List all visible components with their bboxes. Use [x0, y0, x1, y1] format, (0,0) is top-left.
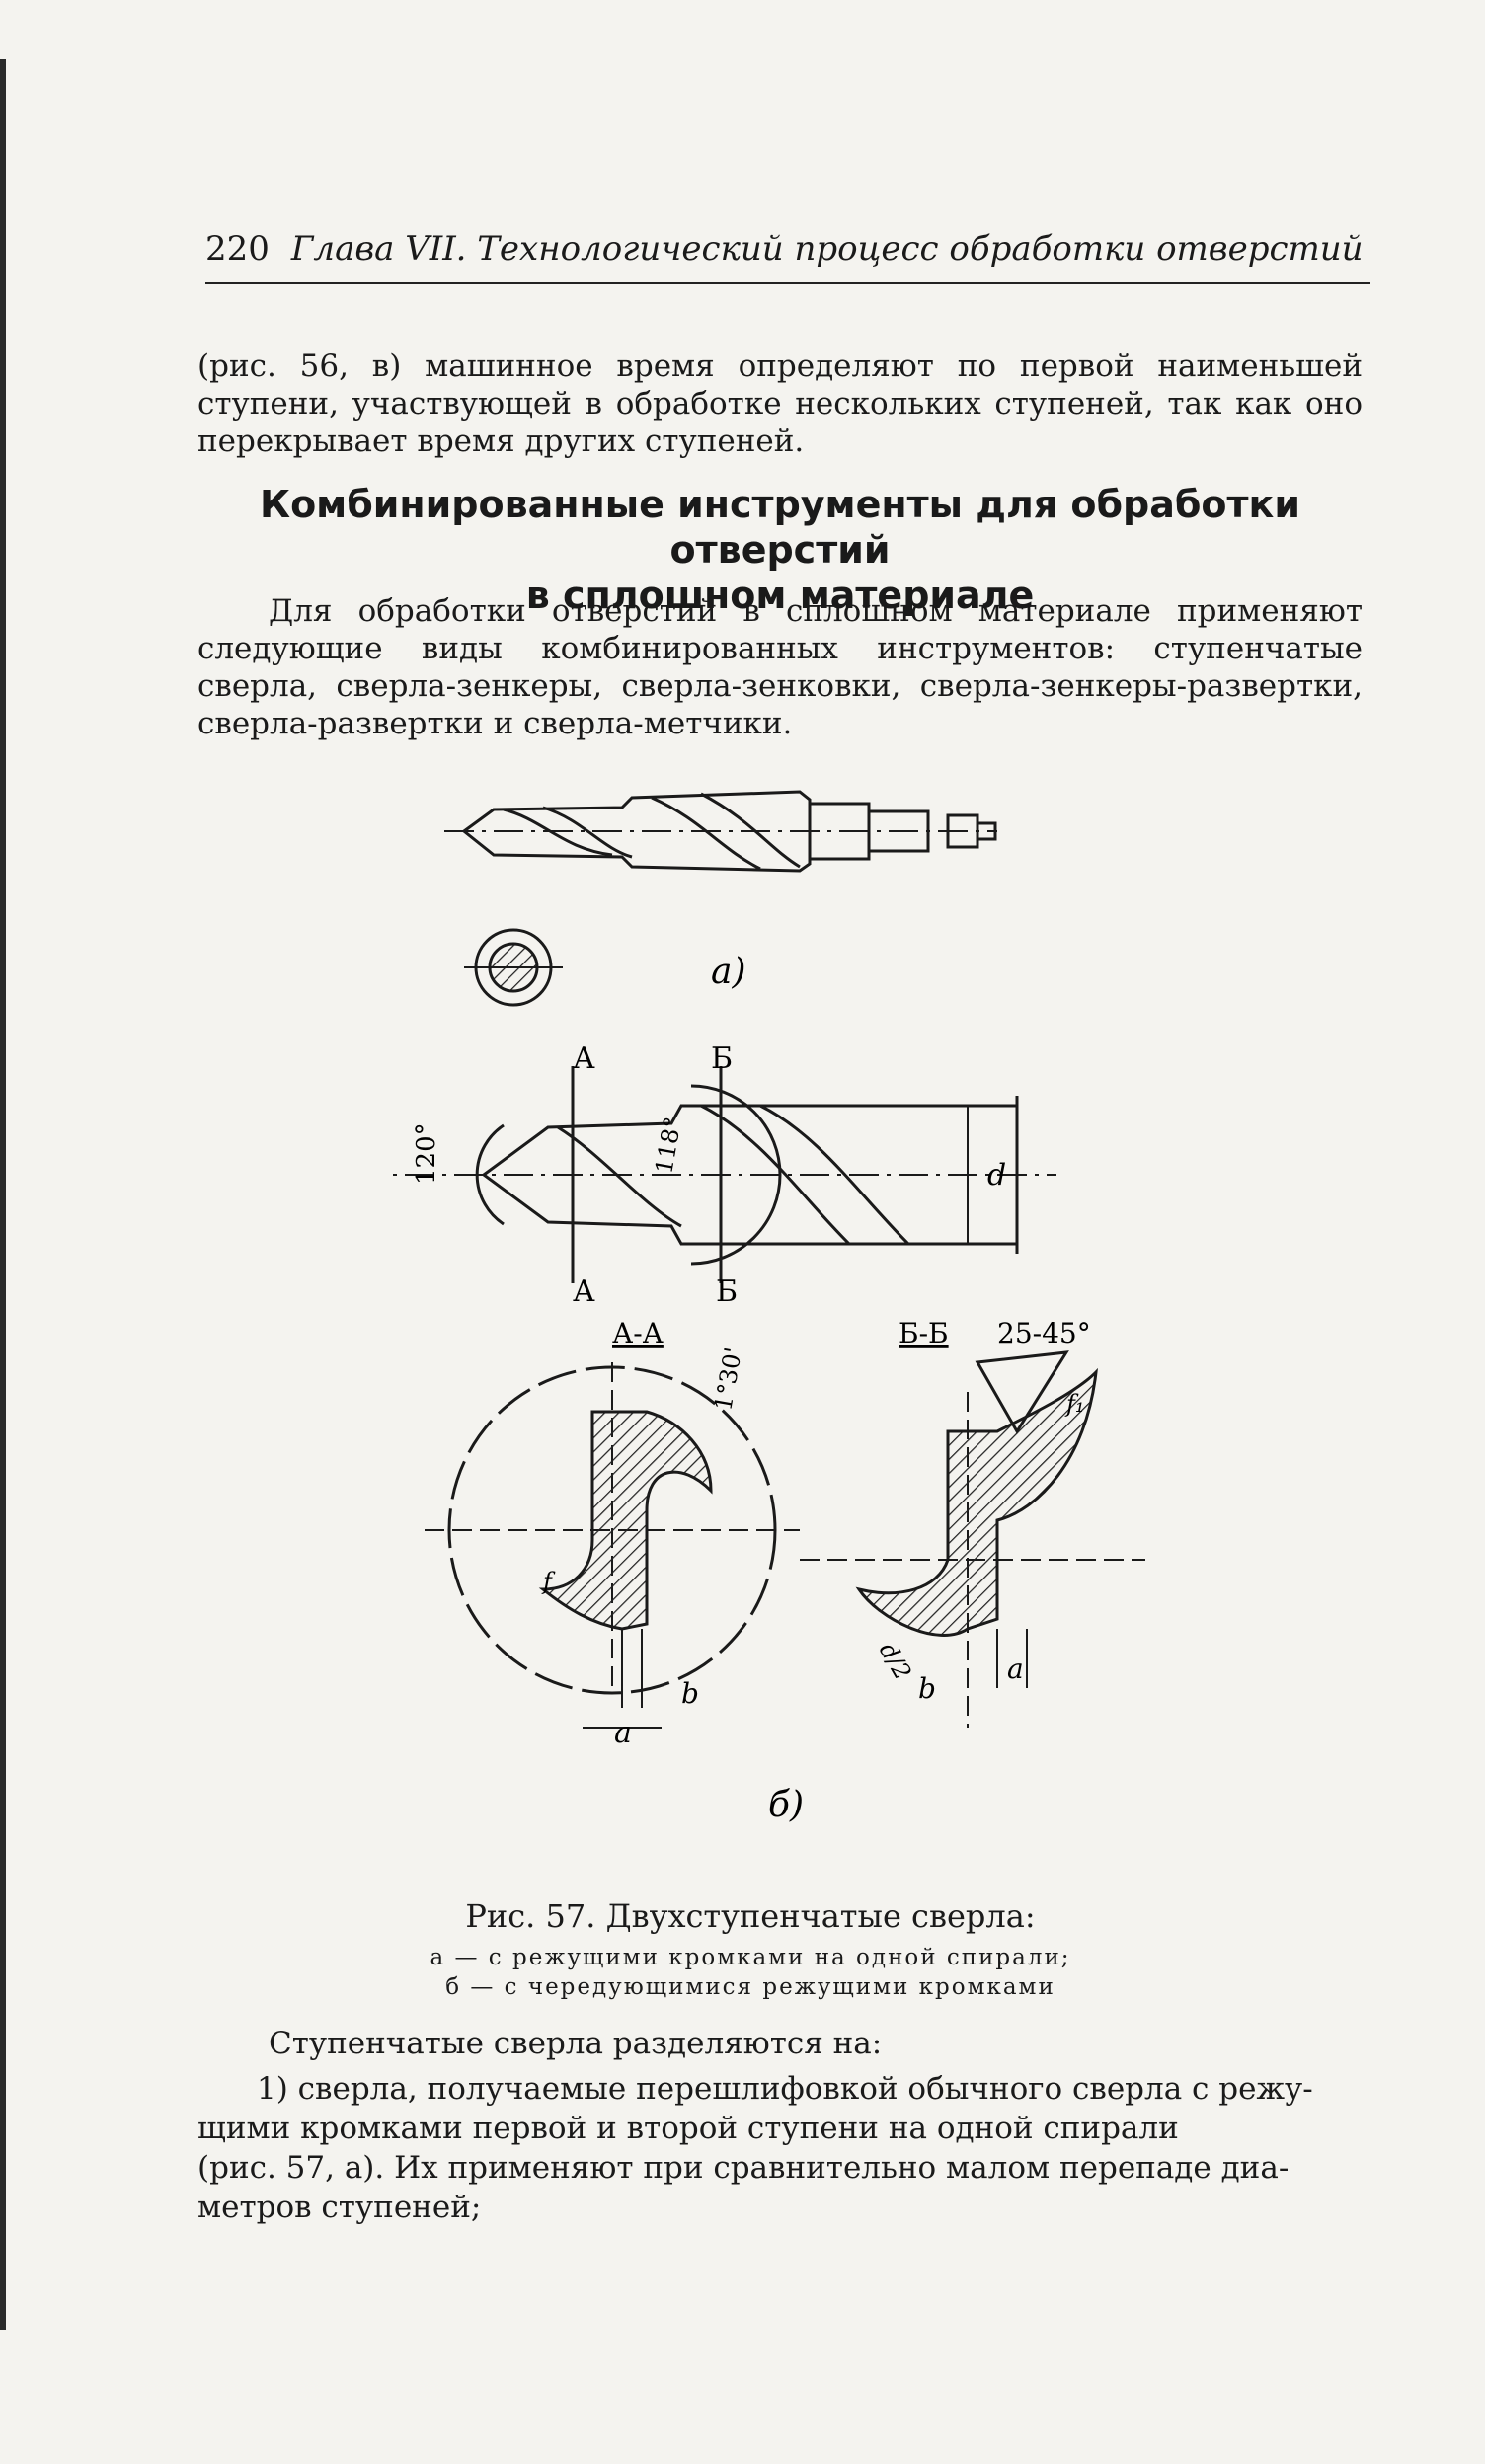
angle-120-label: 120°	[412, 1122, 441, 1185]
figure-57: а) А Б А Б 120° 118° d А-А	[385, 780, 1195, 1826]
list-item-1-line-2: щими кромками первой и второй ступени на…	[197, 2111, 1179, 2146]
view-AA-label: А-А	[612, 1317, 664, 1349]
dimension-f1-label: f₁	[1064, 1390, 1085, 1418]
section-heading-line-1: Комбинированные инструменты для обработк…	[260, 483, 1300, 572]
drill-a-end-view	[464, 928, 563, 1007]
dimension-d-label: d	[987, 1158, 1006, 1193]
list-item-1-line-1: 1) сверла, получаемые перешлифовкой обыч…	[257, 2071, 1313, 2107]
intro-paragraph: (рис. 56, в) машинное время определяют п…	[197, 348, 1363, 459]
page-number: 220	[205, 229, 270, 269]
section-AA-drawing	[425, 1362, 800, 1729]
drill-drawings: а) А Б А Б 120° 118° d А-А	[385, 790, 1145, 1825]
list-intro: Ступенчатые сверла разделяются на:	[269, 2026, 883, 2061]
angle-1-30-label: 1°30'	[709, 1346, 747, 1413]
section-heading-line-2: в сплошном материале	[525, 574, 1035, 617]
drill-b-side-view	[385, 1066, 1056, 1283]
list-item-1-line-3: (рис. 57, а). Их применяют при сравнител…	[197, 2150, 1290, 2186]
figure-caption-line-a: а — с режущими кромками на одной спирали…	[430, 1945, 1071, 1970]
dimension-b-section-label: b	[918, 1672, 936, 1705]
section-heading: Комбинированные инструменты для обработк…	[197, 482, 1363, 618]
dimension-a-section-label: a	[1007, 1653, 1024, 1685]
drill-a-side-view	[444, 790, 997, 873]
body-paragraph: Для обработки отверстий в сплошном матер…	[197, 593, 1363, 741]
dimension-b-label: b	[681, 1677, 699, 1710]
figure-caption-title: Рис. 57. Двухступенчатые сверла:	[465, 1897, 1036, 1935]
list-item-1-line-4: метров ступеней;	[197, 2190, 482, 2225]
figure-label-a: а)	[711, 952, 746, 992]
section-mark-B-bottom: Б	[716, 1274, 738, 1309]
running-header: 220 Глава VII. Технологический процесс об…	[205, 229, 1370, 284]
running-title: Глава VII. Технологический процесс обраб…	[290, 229, 1364, 269]
angle-25-45-label: 25-45°	[997, 1317, 1091, 1349]
dimension-d-half-label: d/2	[874, 1638, 917, 1685]
dimension-a-label: a	[614, 1716, 632, 1750]
page-binding-edge	[0, 59, 6, 2330]
figure-caption-line-b: б — с чередующимися режущими кромками	[445, 1974, 1055, 2000]
section-mark-A-top: А	[573, 1041, 595, 1076]
section-mark-B-top: Б	[711, 1041, 733, 1076]
section-BB-drawing	[800, 1350, 1145, 1728]
view-BB-label: Б-Б	[899, 1317, 949, 1349]
section-mark-A-bottom: А	[573, 1274, 595, 1309]
figure-label-b: б)	[768, 1785, 804, 1825]
